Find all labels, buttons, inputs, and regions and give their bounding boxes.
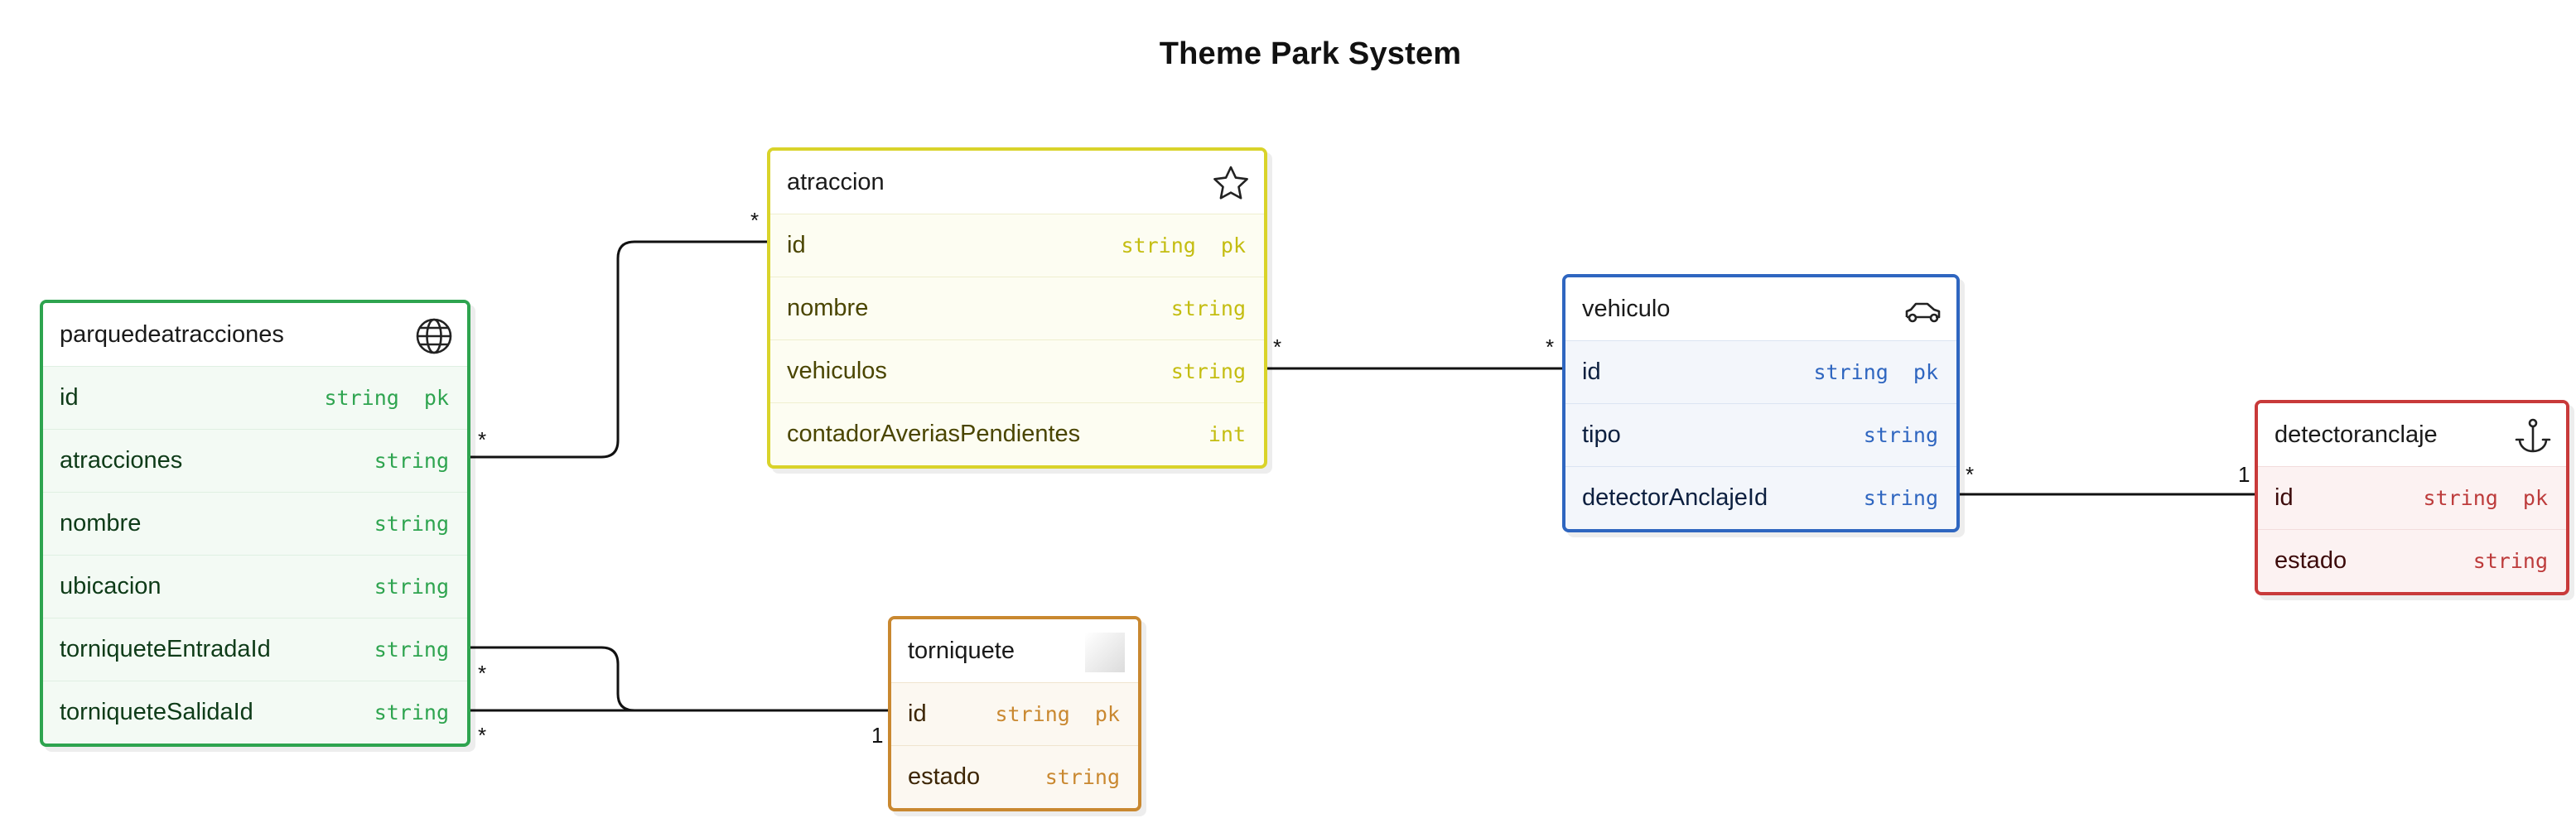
field-row-atracciones: atracciones string — [43, 429, 467, 492]
field-row-nombre: nombre string — [770, 277, 1264, 339]
entity-name: vehiculo — [1582, 295, 1671, 322]
field-name: id — [1582, 359, 1601, 385]
field-name: id — [60, 384, 79, 411]
field-type: string pk — [995, 702, 1120, 726]
field-type: string — [2472, 549, 2548, 573]
field-type: string pk — [324, 386, 449, 410]
field-type: string — [374, 575, 449, 599]
field-name: torniqueteSalidaId — [60, 699, 253, 725]
field-row-torniquetesalidaid: torniqueteSalidaId string — [43, 681, 467, 744]
card-atracciones-to: * — [750, 208, 759, 233]
diagram-title: Theme Park System — [1159, 36, 1462, 71]
field-name: contadorAveriasPendientes — [787, 421, 1081, 447]
link-atracciones-atraccion — [461, 240, 774, 459]
field-row-estado: estado string — [2258, 529, 2566, 592]
field-type: int — [1208, 422, 1246, 446]
field-name: estado — [2275, 547, 2347, 574]
entity-name: parquedeatracciones — [60, 320, 284, 348]
entity-header: atraccion — [770, 151, 1264, 214]
field-row-vehiculos: vehiculos string — [770, 339, 1264, 402]
field-type: string — [1044, 765, 1120, 789]
field-name: torniqueteEntradaId — [60, 636, 271, 662]
card-atracciones-from: * — [478, 427, 486, 452]
entity-vehiculo[interactable]: vehiculo id string pk tipo string detector… — [1562, 274, 1960, 532]
field-row-id: id string pk — [891, 682, 1138, 745]
field-type: string — [374, 449, 449, 473]
field-name: vehiculos — [787, 358, 887, 384]
entity-header: detectoranclaje — [2258, 403, 2566, 466]
field-row-ubicacion: ubicacion string — [43, 555, 467, 618]
car-icon — [1905, 302, 1941, 323]
card-entrada-to: 1 — [871, 723, 883, 748]
field-row-id: id string pk — [770, 214, 1264, 277]
field-row-contadoraveriaspendientes: contadorAveriasPendientes int — [770, 402, 1264, 465]
field-name: nombre — [787, 295, 869, 321]
field-type: string — [1863, 486, 1938, 510]
field-row-id: id string pk — [1565, 340, 1956, 403]
field-type: string — [1863, 423, 1938, 447]
field-type: string — [374, 512, 449, 536]
entity-parquedeatracciones[interactable]: parquedeatracciones id string pk atraccio… — [40, 300, 470, 747]
field-name: id — [908, 700, 927, 727]
entity-header: torniquete — [891, 619, 1138, 682]
card-vehiculos-to: * — [1546, 334, 1554, 359]
field-name: estado — [908, 763, 981, 790]
field-type: string pk — [2423, 486, 2548, 510]
field-row-torniqueteentradaid: torniqueteEntradaId string — [43, 618, 467, 681]
entity-header: parquedeatracciones — [43, 303, 467, 366]
card-entrada-from: * — [478, 661, 486, 686]
card-vehiculos-from: * — [1273, 334, 1281, 359]
field-name: ubicacion — [60, 573, 162, 599]
entity-name: torniquete — [908, 637, 1015, 664]
field-type: string — [1170, 359, 1246, 383]
field-row-nombre: nombre string — [43, 492, 467, 555]
field-row-detectoranclajeid: detectorAnclajeId string — [1565, 466, 1956, 529]
field-row-estado: estado string — [891, 745, 1138, 808]
entity-name: atraccion — [787, 168, 885, 195]
field-type: string — [374, 700, 449, 724]
field-name: tipo — [1582, 421, 1621, 448]
entity-detectoranclaje[interactable]: detectoranclaje id string pk estado string — [2255, 400, 2569, 595]
field-name: nombre — [60, 510, 142, 537]
field-row-tipo: tipo string — [1565, 403, 1956, 466]
field-name: atracciones — [60, 447, 183, 474]
field-type: string pk — [1813, 360, 1938, 384]
field-row-id: id string pk — [2258, 466, 2566, 529]
card-detector-from: * — [1966, 462, 1974, 487]
anchor-icon — [2515, 418, 2551, 453]
entity-name: detectoranclaje — [2275, 421, 2438, 448]
entity-header: vehiculo — [1565, 277, 1956, 340]
globe-icon — [416, 318, 452, 354]
card-salida-from: * — [478, 723, 486, 748]
star-icon — [1213, 166, 1248, 200]
field-name: id — [2275, 484, 2294, 511]
field-name: id — [787, 232, 806, 258]
field-type: string — [374, 638, 449, 662]
field-type: string pk — [1121, 233, 1246, 257]
field-type: string — [1170, 296, 1246, 320]
entity-torniquete[interactable]: torniquete id string pk estado string — [888, 616, 1141, 811]
field-name: detectorAnclajeId — [1582, 484, 1768, 511]
entity-atraccion[interactable]: atraccion id string pk nombre string vehic… — [767, 147, 1267, 469]
link-torniquete-entrada — [461, 646, 898, 712]
card-detector-to: 1 — [2238, 462, 2250, 487]
placeholder-icon — [1085, 633, 1125, 672]
field-row-id: id string pk — [43, 366, 467, 429]
